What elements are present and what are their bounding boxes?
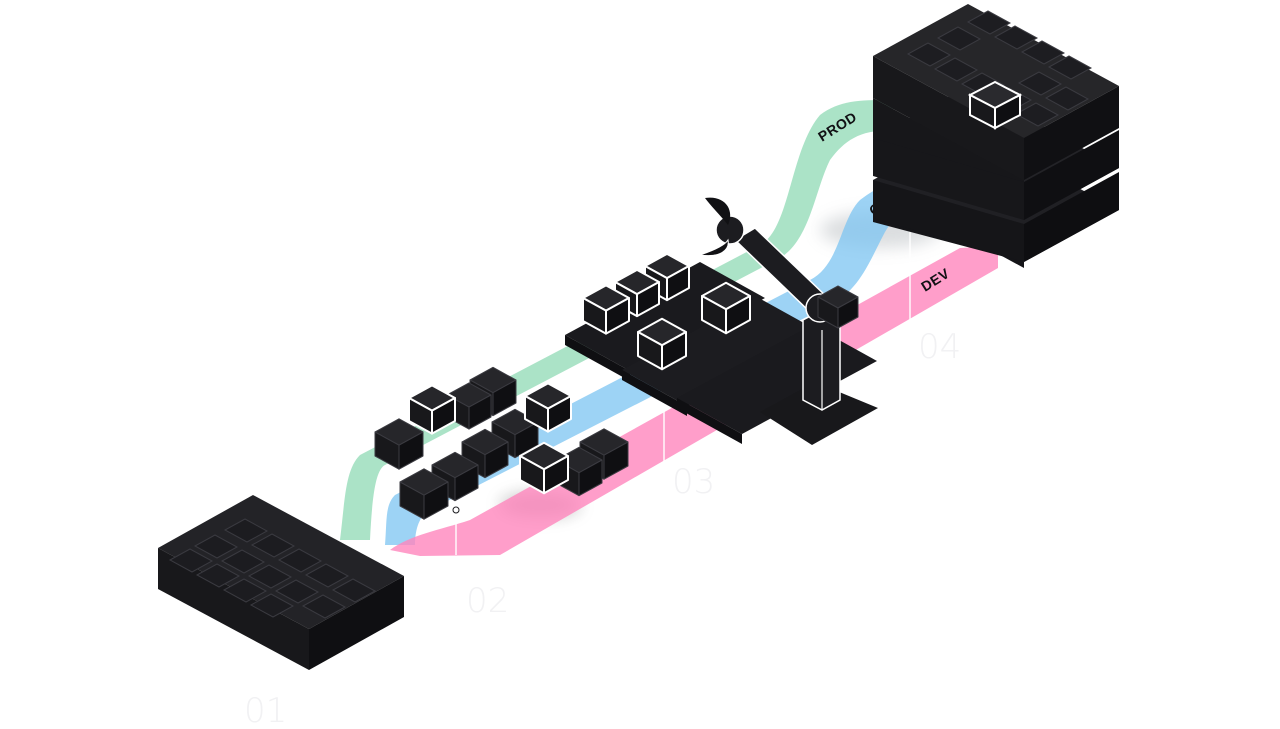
container-cube (399, 468, 449, 520)
container-cube (582, 284, 630, 335)
source-container-tray (158, 495, 404, 670)
step-label-04: 04 (918, 327, 961, 367)
container-cube (524, 382, 572, 433)
cube-field (374, 252, 859, 520)
production-container-stack (873, 4, 1119, 268)
step-label-03: 03 (672, 462, 715, 502)
container-cube (408, 384, 456, 435)
delivered-cube (967, 80, 1023, 130)
step-label-01: 01 (244, 691, 287, 729)
robot-arm (699, 197, 878, 445)
container-cube (374, 418, 424, 470)
step-label-02: 02 (466, 581, 509, 621)
container-cube (519, 441, 569, 495)
container-cube (817, 285, 859, 329)
container-cube (701, 281, 751, 335)
lane-prod (340, 100, 893, 540)
container-cube (637, 317, 687, 371)
